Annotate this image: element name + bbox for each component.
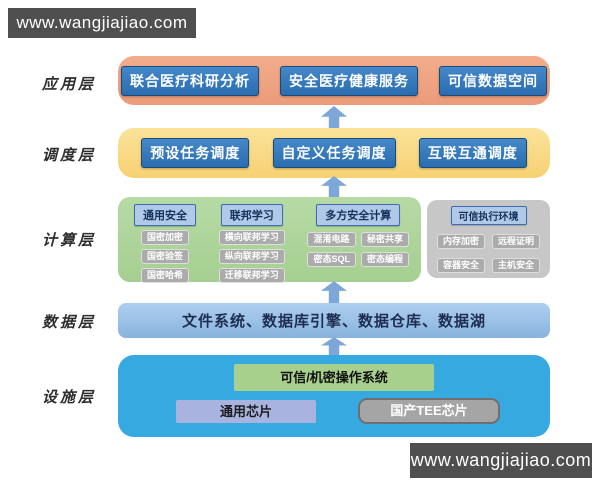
watermark-top: www.wangjiajiao.com [8, 8, 196, 38]
group-item: 国密加密 [140, 230, 189, 245]
tee-item: 远程证明 [492, 234, 541, 249]
tee-container: 可信执行环境 内存加密 远程证明 容器安全 主机安全 [427, 200, 550, 278]
tee-item-grid: 内存加密 远程证明 容器安全 主机安全 [436, 234, 541, 273]
mpc-item-grid: 混淆电路 秘密共享 密态SQL 密态编程 [307, 232, 409, 267]
computing-layer-container: 通用安全 国密加密 国密验签 国密哈希 联邦学习 横向联邦学习 纵向联邦学习 迁… [118, 197, 421, 283]
application-item: 安全医疗健康服务 [280, 65, 418, 96]
scheduling-item: 预设任务调度 [141, 138, 250, 168]
computing-group-federated-learning: 联邦学习 横向联邦学习 纵向联邦学习 迁移联邦学习 [218, 204, 285, 283]
group-header: 通用安全 [134, 204, 196, 226]
group-item: 密态编程 [360, 252, 409, 267]
tee-item: 容器安全 [436, 258, 485, 273]
scheduling-item: 互联互通调度 [418, 138, 527, 168]
scheduling-layer-container: 预设任务调度 自定义任务调度 互联互通调度 [118, 128, 550, 178]
group-item: 混淆电路 [307, 232, 356, 247]
tee-item: 主机安全 [492, 258, 541, 273]
layer-label-data: 数据层 [41, 315, 96, 331]
layer-label-infrastructure: 设施层 [41, 390, 96, 406]
group-item: 迁移联邦学习 [218, 268, 285, 283]
application-layer-container: 联合医疗科研分析 安全医疗健康服务 可信数据空间 [118, 56, 550, 105]
layer-label-scheduling: 调度层 [41, 148, 96, 164]
watermark-bottom: www.wangjiajiao.com [410, 443, 592, 478]
up-arrow-computing-to-scheduling [321, 176, 347, 198]
up-arrow-data-to-computing [321, 281, 347, 303]
tee-header: 可信执行环境 [450, 206, 527, 225]
tee-chip-box: 国产TEE芯片 [358, 398, 500, 424]
application-item: 可信数据空间 [439, 65, 547, 96]
layer-label-application: 应用层 [41, 77, 96, 93]
group-item: 秘密共享 [360, 232, 409, 247]
group-item: 国密验签 [140, 249, 189, 264]
up-arrow-scheduling-to-application [321, 106, 347, 130]
tee-item: 内存加密 [436, 234, 485, 249]
group-header: 多方安全计算 [316, 204, 401, 226]
data-layer-container: 文件系统、数据库引擎、数据仓库、数据湖 [118, 303, 550, 338]
scheduling-item: 自定义任务调度 [272, 138, 396, 168]
up-arrow-infrastructure-to-data [321, 337, 347, 356]
group-item: 密态SQL [307, 252, 356, 267]
group-item: 国密哈希 [140, 268, 189, 283]
application-item: 联合医疗科研分析 [121, 65, 259, 96]
data-layer-text: 文件系统、数据库引擎、数据仓库、数据湖 [181, 313, 486, 330]
computing-group-mpc: 多方安全计算 混淆电路 秘密共享 密态SQL 密态编程 [307, 204, 409, 276]
trusted-os-box: 可信/机密操作系统 [234, 364, 434, 391]
group-item: 横向联邦学习 [218, 230, 285, 245]
computing-group-general-security: 通用安全 国密加密 国密验签 国密哈希 [134, 204, 196, 283]
layer-label-computing: 计算层 [41, 233, 96, 249]
group-item: 纵向联邦学习 [218, 249, 285, 264]
general-chip-box: 通用芯片 [176, 400, 316, 423]
infrastructure-layer-container: 可信/机密操作系统 通用芯片 国产TEE芯片 [118, 355, 550, 437]
group-header: 联邦学习 [220, 204, 283, 226]
